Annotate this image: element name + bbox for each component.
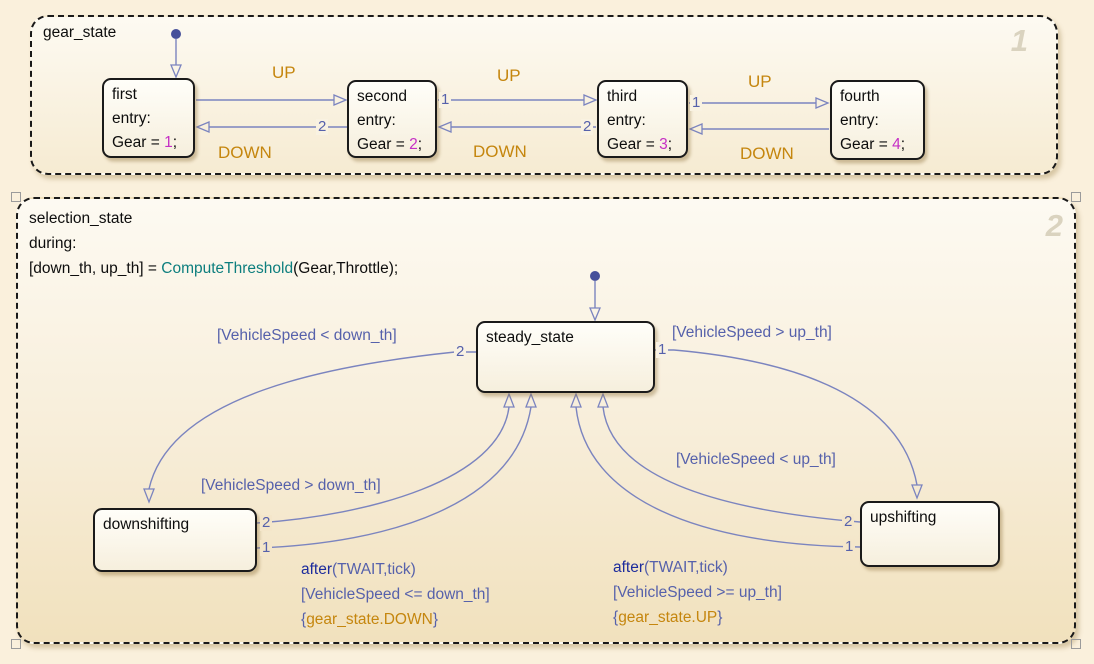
transition-upshifting-to-steady-cond[interactable]	[597, 392, 861, 523]
default-transition-selection[interactable]	[589, 271, 601, 322]
during-code-prefix: [down_th, up_th] =	[29, 260, 162, 277]
state-entry-keyword: entry:	[112, 110, 151, 127]
transition-downshifting-to-steady-cond[interactable]	[256, 392, 515, 524]
order-third-down[interactable]: 2	[581, 118, 594, 135]
brace-close: }	[432, 611, 439, 628]
during-code-suffix: (Gear,Throttle);	[293, 260, 399, 277]
after-keyword: after	[613, 559, 645, 576]
after-action-line: {gear_state.UP}	[613, 605, 782, 630]
entry-action-prefix: Gear =	[357, 136, 410, 153]
order-steady-left[interactable]: 2	[454, 343, 467, 360]
state-title: first	[112, 86, 137, 103]
selection-state-label-block: selection_state during: [down_th, up_th]…	[29, 206, 398, 281]
during-action-line: [down_th, up_th] = ComputeThreshold(Gear…	[29, 256, 398, 281]
state-entry-action: Gear = 1;	[112, 131, 185, 155]
transition-downshifting-to-steady-after[interactable]	[256, 392, 537, 549]
gear-state-title: gear_state	[43, 24, 117, 41]
transition-second-up[interactable]	[438, 94, 598, 106]
state-title: steady_state	[486, 329, 574, 346]
state-upshifting[interactable]: upshifting	[860, 501, 1000, 567]
execution-order-badge-2: 2	[1045, 208, 1063, 243]
transition-steady-to-upshifting[interactable]	[655, 349, 923, 500]
order-second-up[interactable]: 1	[439, 91, 452, 108]
default-transition-gear[interactable]	[170, 29, 182, 79]
entry-action-prefix: Gear =	[840, 136, 893, 153]
label-cond-up-to-steady[interactable]: [VehicleSpeed < up_th]	[676, 451, 836, 468]
order-down-cond[interactable]: 2	[260, 514, 273, 531]
entry-action-value: 3	[659, 136, 668, 153]
label-down-second-first[interactable]: DOWN	[218, 143, 272, 162]
after-args: (TWAIT,tick)	[644, 559, 728, 576]
state-downshifting[interactable]: downshifting	[93, 508, 257, 572]
order-second-down[interactable]: 2	[316, 118, 329, 135]
transition-upshifting-to-steady-after[interactable]	[570, 392, 861, 548]
selection-state-title: selection_state	[29, 210, 133, 227]
entry-action-value: 2	[409, 136, 418, 153]
state-entry-action: Gear = 2;	[357, 133, 427, 157]
during-keyword: during:	[29, 235, 77, 252]
state-second[interactable]: second entry: Gear = 2;	[347, 80, 437, 158]
entry-action-suffix: ;	[900, 136, 906, 153]
after-keyword: after	[301, 561, 333, 578]
entry-action-value: 4	[892, 136, 901, 153]
order-up-after[interactable]: 1	[843, 538, 856, 555]
after-args: (TWAIT,tick)	[332, 561, 416, 578]
label-up-third-fourth[interactable]: UP	[748, 72, 772, 91]
entry-action-suffix: ;	[417, 136, 423, 153]
state-title: second	[357, 88, 407, 105]
label-cond-down-to-steady[interactable]: [VehicleSpeed > down_th]	[201, 477, 381, 494]
label-up-first-second[interactable]: UP	[272, 63, 296, 82]
transition-fourth-down[interactable]	[688, 123, 829, 135]
entry-action-value: 1	[164, 134, 173, 151]
state-title: upshifting	[870, 509, 937, 526]
entry-action-prefix: Gear =	[112, 134, 165, 151]
state-entry-action: Gear = 3;	[607, 133, 678, 157]
corner-grip-bottom-right[interactable]	[1071, 639, 1081, 649]
after-line: after(TWAIT,tick)	[301, 557, 490, 582]
label-cond-steady-to-up[interactable]: [VehicleSpeed > up_th]	[672, 324, 832, 341]
after-action-line: {gear_state.DOWN}	[301, 607, 490, 632]
order-down-after[interactable]: 1	[260, 539, 273, 556]
state-third[interactable]: third entry: Gear = 3;	[597, 80, 688, 158]
after-condition: [VehicleSpeed >= up_th]	[613, 584, 782, 601]
label-cond-steady-to-down[interactable]: [VehicleSpeed < down_th]	[217, 327, 397, 344]
label-after-down-block[interactable]: after(TWAIT,tick) [VehicleSpeed <= down_…	[301, 557, 490, 632]
event-broadcast-up: gear_state.UP	[618, 609, 718, 626]
after-condition: [VehicleSpeed <= down_th]	[301, 586, 490, 603]
label-down-fourth-third[interactable]: DOWN	[740, 144, 794, 163]
event-broadcast-down: gear_state.DOWN	[306, 611, 433, 628]
brace-close: }	[717, 609, 723, 626]
transition-first-up[interactable]	[196, 94, 348, 106]
state-fourth[interactable]: fourth entry: Gear = 4;	[830, 80, 925, 160]
label-up-second-third[interactable]: UP	[497, 66, 521, 85]
state-entry-keyword: entry:	[357, 112, 396, 129]
order-steady-right[interactable]: 1	[656, 341, 669, 358]
after-line: after(TWAIT,tick)	[613, 555, 782, 580]
state-entry-action: Gear = 4;	[840, 133, 915, 157]
order-third-up[interactable]: 1	[690, 94, 703, 111]
brace-open: {	[301, 611, 307, 628]
entry-action-prefix: Gear =	[607, 136, 660, 153]
function-call-compute-threshold: ComputeThreshold	[161, 260, 294, 277]
state-title: fourth	[840, 88, 880, 105]
state-title: downshifting	[103, 516, 190, 533]
brace-open: {	[613, 609, 619, 626]
order-up-cond[interactable]: 2	[842, 513, 855, 530]
state-entry-keyword: entry:	[607, 112, 646, 129]
transition-third-down[interactable]	[437, 121, 596, 133]
state-steady-state[interactable]: steady_state	[476, 321, 655, 393]
entry-action-suffix: ;	[667, 136, 673, 153]
execution-order-badge-1: 1	[1010, 23, 1028, 58]
label-down-third-second[interactable]: DOWN	[473, 142, 527, 161]
corner-grip-top-right[interactable]	[1071, 192, 1081, 202]
label-after-up-block[interactable]: after(TWAIT,tick) [VehicleSpeed >= up_th…	[613, 555, 782, 630]
corner-grip-top-left[interactable]	[11, 192, 21, 202]
corner-grip-bottom-left[interactable]	[11, 639, 21, 649]
state-entry-keyword: entry:	[840, 112, 879, 129]
transition-third-up[interactable]	[689, 97, 830, 109]
entry-action-suffix: ;	[172, 134, 178, 151]
state-title: third	[607, 88, 638, 105]
state-first[interactable]: first entry: Gear = 1;	[102, 78, 195, 158]
